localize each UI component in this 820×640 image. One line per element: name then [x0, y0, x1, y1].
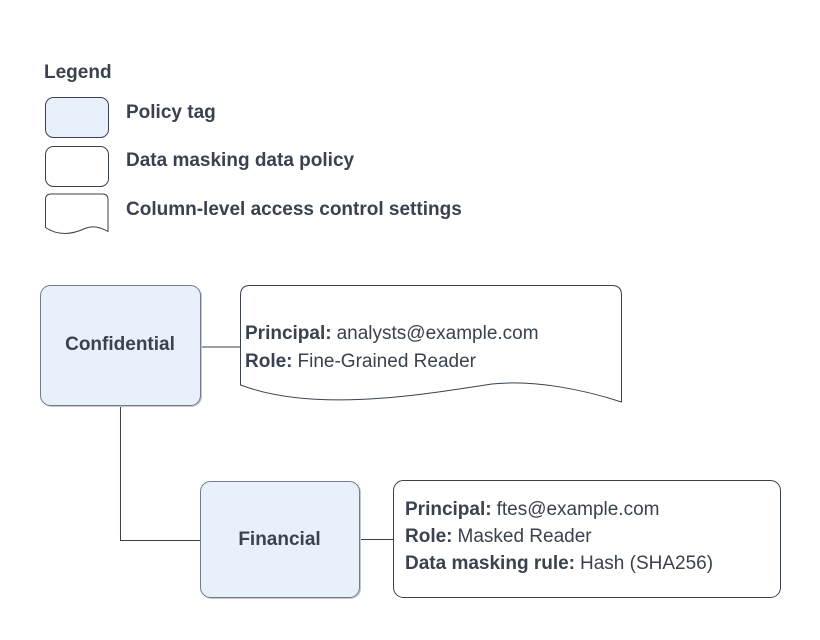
field-label: Principal: [245, 323, 332, 344]
access-control-note-text: Principal:analysts@example.com Role:Fine… [245, 320, 539, 376]
note-line: Principal:analysts@example.com [245, 320, 539, 348]
field-value: ftes@example.com [496, 499, 660, 520]
note-line: Data masking rule:Hash (SHA256) [405, 550, 713, 577]
confidential-node-label: Confidential [65, 334, 175, 355]
field-label: Role: [245, 351, 293, 372]
connector-confidential-financial [120, 405, 201, 541]
legend-policy-tag-swatch [45, 97, 109, 138]
field-label: Data masking rule: [405, 553, 575, 574]
field-value: analysts@example.com [336, 323, 539, 344]
data-policy-note-text: Principal:ftes@example.com Role:Masked R… [405, 496, 713, 577]
field-value: Fine-Grained Reader [297, 351, 476, 372]
legend-item-access-control: Column-level access control settings [126, 199, 462, 220]
field-label: Role: [405, 526, 453, 547]
access-control-note-shape [240, 285, 622, 403]
data-policy-note-shape [393, 480, 781, 598]
field-label: Principal: [405, 499, 492, 520]
financial-node-label: Financial [238, 528, 321, 550]
legend-data-policy-swatch [45, 146, 109, 187]
confidential-node [40, 285, 201, 406]
field-value: Masked Reader [457, 526, 592, 547]
legend-title: Legend [44, 62, 112, 83]
legend-item-policy-tag: Policy tag [126, 102, 216, 123]
financial-node [200, 481, 360, 598]
note-line: Principal:ftes@example.com [405, 496, 713, 523]
legend-item-data-policy: Data masking data policy [126, 150, 355, 171]
note-line: Role:Masked Reader [405, 523, 713, 550]
field-value: Hash (SHA256) [580, 553, 714, 574]
note-line: Role:Fine-Grained Reader [245, 348, 539, 376]
legend-access-control-swatch [45, 193, 109, 234]
